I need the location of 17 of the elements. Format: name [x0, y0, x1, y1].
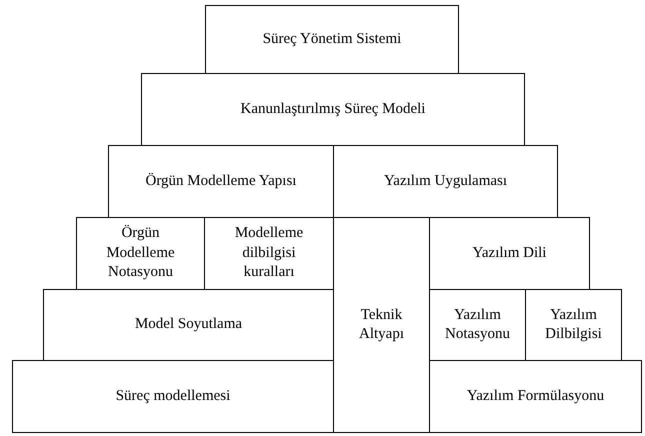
layer-label: Örgün Modelleme Yapısı — [146, 172, 296, 191]
layer-box — [141, 73, 525, 146]
layer-label: Yazılım Formülasyonu — [466, 386, 604, 406]
layer-label: Yazılım Dili — [472, 244, 546, 263]
layer-label: Modelleme dilbilgisi kuralları — [234, 224, 304, 282]
layer-label: Süreç Yönetim Sistemi — [262, 30, 402, 49]
layer-label: Model Soyutlama — [134, 315, 242, 334]
layer-label: Yazılım Notasyonu — [444, 306, 511, 344]
layer-label: Teknik Altyapı — [358, 306, 405, 344]
layer-label: Yazılım Dilbilgisi — [544, 306, 603, 344]
layer-box — [429, 360, 642, 433]
layer-label: Yazılım Uygulaması — [384, 172, 508, 191]
layer-label: Süreç modellemesi — [116, 386, 230, 406]
layer-box — [12, 360, 334, 433]
layer-label: Kanunlaştırılmış Süreç Modeli — [240, 100, 426, 119]
layer-box — [205, 5, 459, 74]
layer-label: Örgün Modelleme Notasyonu — [105, 224, 176, 282]
